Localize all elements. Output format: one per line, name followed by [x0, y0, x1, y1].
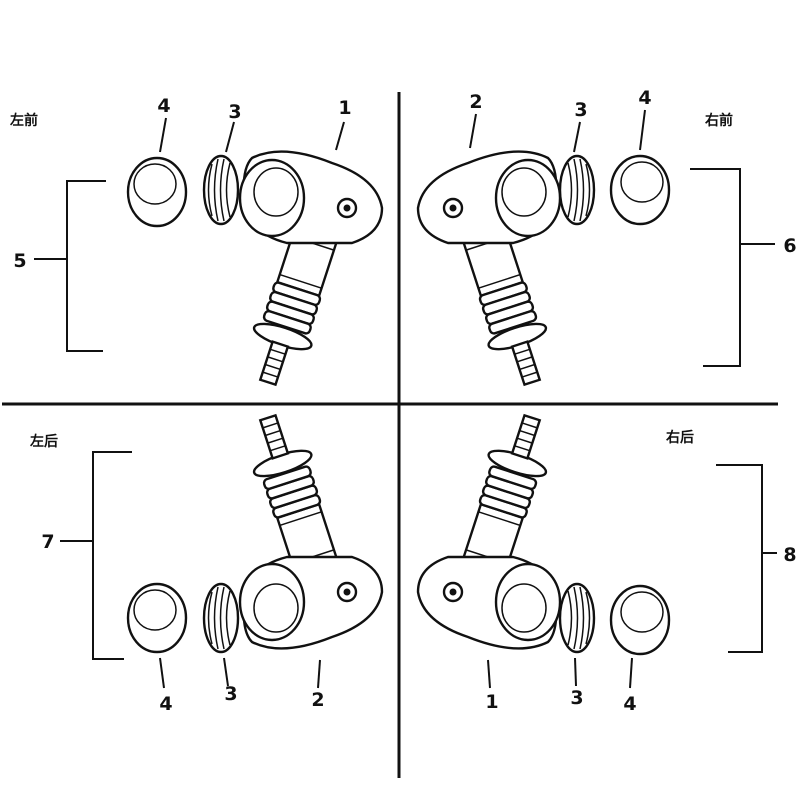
bracket-fr: [690, 168, 741, 367]
lamp-body-rr: [416, 407, 562, 650]
rubber-ring-fl: [202, 154, 240, 226]
callout-fr-3: 3: [574, 99, 587, 121]
lamp-body-rl: [238, 407, 384, 650]
group-label-7: 7: [41, 531, 54, 553]
bracket-fl: [66, 180, 106, 352]
label-rear-right: 右后: [665, 429, 694, 446]
lamp-body-fr: [416, 150, 562, 393]
callout-fl-1: 1: [338, 97, 351, 119]
lamp-body-fl: [238, 150, 384, 393]
lens-cover-fl: [126, 156, 188, 228]
callout-fr-2: 2: [469, 91, 482, 113]
callout-rr-4: 4: [623, 693, 636, 715]
rubber-ring-rr: [558, 582, 596, 654]
label-rear-left: 左后: [29, 433, 58, 450]
callout-rl-4: 4: [159, 693, 172, 715]
callout-fr-4: 4: [638, 87, 651, 109]
bracket-rl: [92, 451, 132, 660]
label-front-left: 左前: [9, 112, 38, 129]
group-label-8: 8: [783, 544, 796, 566]
callout-rl-3: 3: [224, 683, 237, 705]
callout-fl-3: 3: [228, 101, 241, 123]
label-front-right: 右前: [704, 112, 733, 129]
rubber-ring-rl: [202, 582, 240, 654]
lens-cover-fr: [609, 154, 671, 226]
group-label-5: 5: [13, 250, 26, 272]
lens-cover-rr: [609, 584, 671, 656]
callout-fl-4: 4: [157, 95, 170, 117]
lens-cover-rl: [126, 582, 188, 654]
callout-rr-3: 3: [570, 687, 583, 709]
bracket-rr: [716, 464, 763, 653]
callout-rl-2: 2: [311, 689, 324, 711]
callout-rr-1: 1: [485, 691, 498, 713]
rubber-ring-fr: [558, 154, 596, 226]
group-label-6: 6: [783, 235, 796, 257]
